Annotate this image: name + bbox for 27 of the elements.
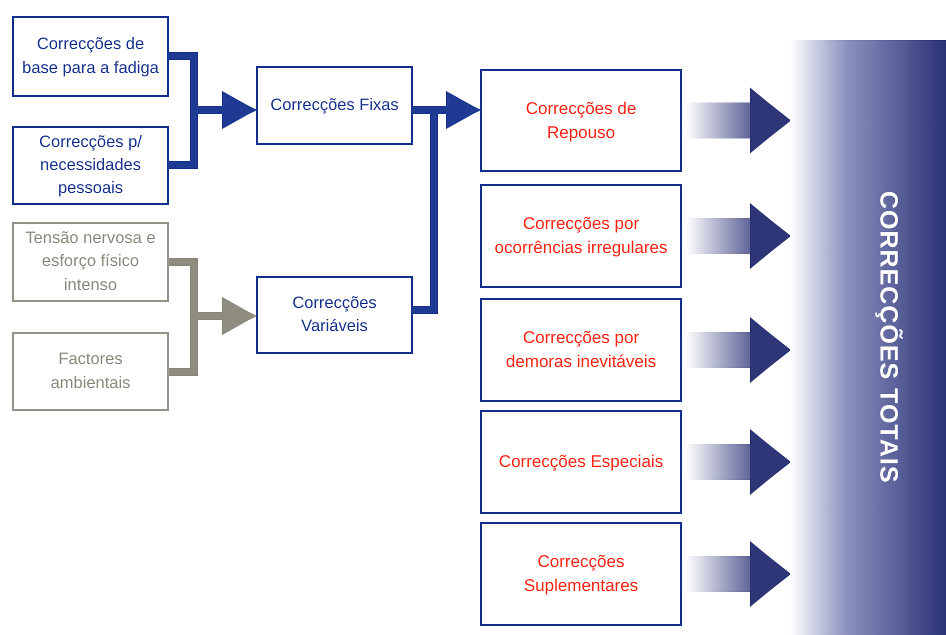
box-label: Correcções de Repouso (524, 98, 638, 144)
process-box (12, 332, 169, 411)
box-label: Correcções Fixas (270, 94, 399, 116)
process-box (480, 184, 682, 288)
process-box (480, 410, 682, 514)
process-box (256, 276, 413, 354)
box-label: Correcções por demoras inevitáveis (504, 327, 658, 373)
process-box (12, 16, 169, 97)
box-label: Correcções de base para a fadiga (22, 34, 159, 78)
total-band (790, 40, 946, 635)
box-label: Tensão nervosa e esforço físico intenso (24, 228, 157, 296)
process-box (480, 522, 682, 626)
box-label: Correcções Variáveis (291, 292, 378, 337)
process-box (480, 69, 682, 172)
box-label: Correcções Suplementares (522, 551, 640, 597)
box-label: Correcções p/ necessidades pessoais (38, 132, 143, 200)
box-label: Correcções por ocorrências irregulares (494, 213, 668, 259)
box-label: Correcções Especiais (498, 451, 664, 474)
process-box (12, 222, 169, 302)
arrow (169, 297, 256, 376)
box-label: Factores ambientais (50, 349, 132, 394)
arrow (169, 91, 256, 169)
process-box (12, 126, 169, 205)
process-box (256, 66, 413, 145)
process-box (480, 298, 682, 402)
band-title: CORRECÇÕES TOTAIS (874, 191, 902, 484)
arrow (413, 91, 480, 314)
